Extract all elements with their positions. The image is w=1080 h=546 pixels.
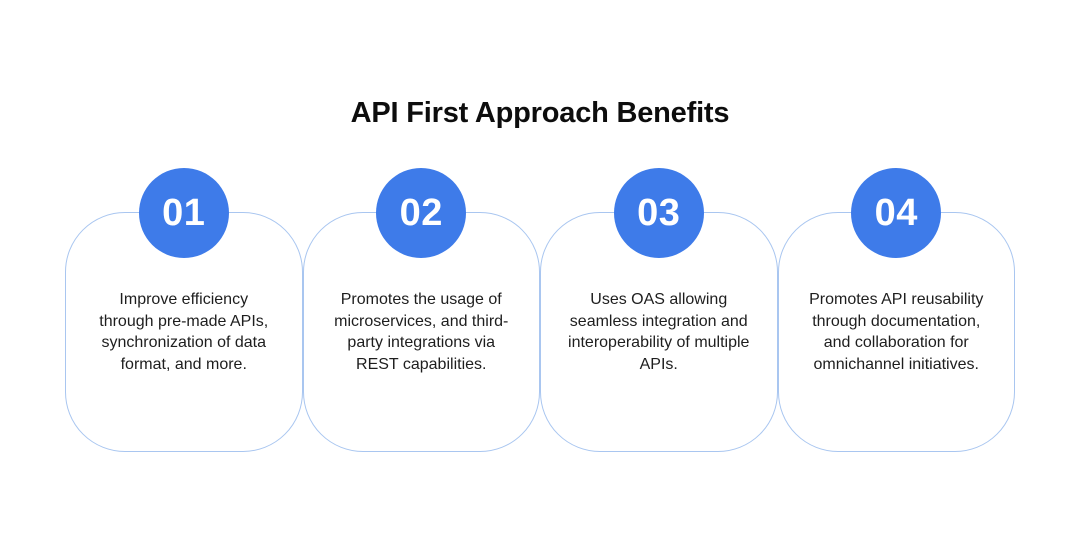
step-number-badge-4: 04 (851, 168, 942, 258)
card-description-1: Improve efficiency through pre-made APIs… (99, 291, 269, 373)
step-number-badge-1: 01 (138, 168, 229, 258)
benefit-card-2: 02 Promotes the usage of microservices, … (302, 168, 540, 452)
step-number-badge-3: 03 (613, 168, 704, 258)
step-number-badge-2: 02 (376, 168, 467, 258)
benefit-cards-row: 01 Improve efficiency through pre-made A… (65, 168, 1015, 452)
card-description-2: Promotes the usage of microservices, and… (334, 291, 509, 373)
card-description-4: Promotes API reusability through documen… (809, 291, 984, 373)
page-title: API First Approach Benefits (350, 97, 730, 129)
card-description-3: Uses OAS allowing seamless integration a… (568, 291, 750, 373)
benefit-card-3: 03 Uses OAS allowing seamless integratio… (540, 168, 778, 452)
benefit-card-4: 04 Promotes API reusability through docu… (777, 168, 1015, 452)
benefit-card-1: 01 Improve efficiency through pre-made A… (65, 168, 303, 452)
